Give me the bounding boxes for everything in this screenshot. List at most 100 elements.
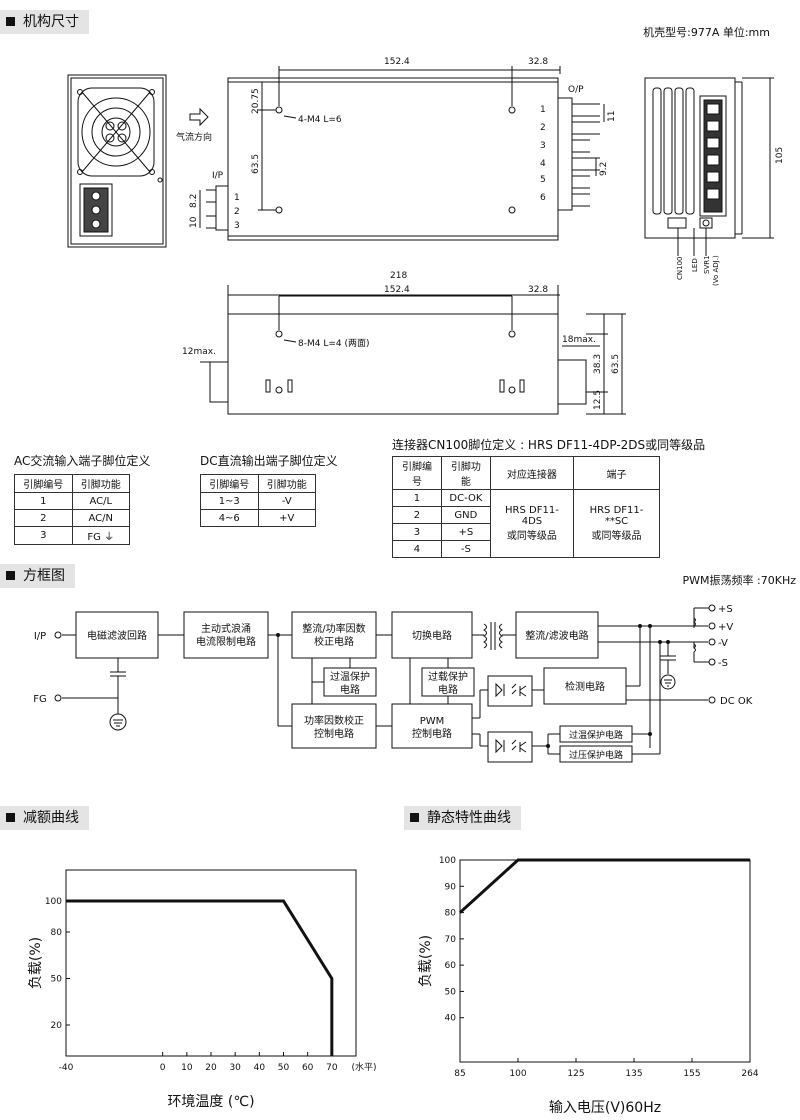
table-row: 1 DC-OK HRS DF11-4DS 或同等级品 HRS DF11-**SC… [392, 489, 661, 558]
y-tick-label: 90 [445, 882, 457, 892]
ac-header-func: 引脚功能 [71, 474, 130, 493]
x-tick-label: 60 [302, 1063, 314, 1073]
block-pfc-ctrl: 功率因数校正控制电路 [304, 714, 364, 740]
dim-635-side: 63.5 [611, 354, 621, 374]
cn100-label: CN100 [676, 257, 684, 281]
ac-func-1: AC/L [71, 492, 130, 510]
op-label: O/P [568, 85, 584, 95]
section-derating: 减额曲线 [0, 806, 89, 830]
dc-pin-table: 引脚编号 引脚功能 1~3 -V 4~6 +V [200, 474, 316, 527]
block-otp1: 过温保护电路 [330, 670, 370, 696]
x-tick-label: 264 [741, 1069, 758, 1079]
cn-func-4: -S [440, 540, 491, 558]
table-row: 4~6 +V [200, 509, 316, 527]
led-label: LED [691, 258, 699, 272]
section-static: 静态特性曲线 [404, 806, 521, 830]
plot-frame [65, 869, 357, 1057]
block-inrush: 主动式浪涌电流限制电路 [196, 622, 256, 648]
ip-pin-2: 2 [234, 207, 240, 217]
x-tick-label: 50 [278, 1063, 290, 1073]
y-tick-label: 50 [51, 975, 63, 985]
dc-table-title: DC直流输出端子脚位定义 [200, 454, 338, 468]
dim-2075: 20.75 [251, 88, 261, 114]
dim-12max: 12max. [182, 347, 216, 357]
x-tick-label: 10 [181, 1063, 193, 1073]
ip-pin-3: 3 [234, 221, 240, 231]
square-bullet-icon [6, 813, 15, 822]
block-detect: 检测电路 [565, 680, 605, 693]
cn-header-terminal: 端子 [572, 456, 661, 490]
x-tick-label: 30 [229, 1063, 241, 1073]
out-mv-label: -V [718, 638, 728, 649]
cn-func-3: +S [440, 523, 491, 541]
x-axis-label: 输入电压(V)60Hz [549, 1100, 661, 1116]
dim-383: 38.3 [593, 354, 603, 374]
y-tick-label: 70 [445, 935, 457, 945]
cn-mate-connector: HRS DF11-4DS 或同等级品 [489, 489, 574, 558]
dim-11: 11 [607, 111, 617, 122]
ip-pin-1: 1 [234, 193, 240, 203]
plot-frame [459, 859, 751, 1063]
square-bullet-icon [6, 571, 15, 580]
screw-side-label: 8-M4 L=4 (两面) [298, 338, 370, 349]
pwm-frequency: PWM振荡频率 :70KHz [682, 574, 796, 587]
block-rect-filter: 整流/滤波电路 [525, 629, 588, 642]
dim-82: 8.2 [189, 194, 199, 208]
dc-pin-2: 4~6 [200, 509, 259, 527]
cn-pin-4: 4 [392, 540, 442, 558]
dim-152-top: 152.4 [384, 57, 410, 67]
dim-125: 12.5 [593, 390, 603, 410]
ac-func-3: FG ⏚ [71, 526, 130, 545]
cn-pin-table: 引脚编号 引脚功能 对应连接器 端子 1 DC-OK HRS DF11-4DS … [392, 456, 661, 558]
block-emi: 电磁滤波回路 [87, 629, 147, 642]
block-rect-pfc: 整流/功率因数校正电路 [302, 622, 365, 648]
table-row: 1 AC/L [14, 492, 130, 510]
y-axis-label: 负载(%) [418, 935, 434, 987]
x-tick-label: 155 [683, 1069, 700, 1079]
dc-func-1: -V [257, 492, 316, 510]
dc-func-2: +V [257, 509, 316, 527]
x-tick-label: 125 [567, 1069, 584, 1079]
cn-table-title: 连接器CN100脚位定义 : HRS DF11-4DP-2DS或同等级品 [392, 438, 706, 452]
x-tick-label: 40 [254, 1063, 266, 1073]
table-row: 1~3 -V [200, 492, 316, 510]
op-pin-1: 1 [540, 105, 546, 115]
dcok-label: DC OK [720, 696, 753, 707]
section-title: 机构尺寸 [23, 14, 79, 30]
ac-pin-table: 引脚编号 引脚功能 1 AC/L 2 AC/N 3 FG ⏚ [14, 474, 130, 545]
block-olp: 过载保护电路 [428, 670, 468, 696]
block-switch: 切换电路 [412, 629, 452, 642]
y-tick-label: 80 [51, 928, 63, 938]
cn-header-func: 引脚功能 [440, 456, 491, 490]
dc-header-func: 引脚功能 [257, 474, 316, 493]
y-tick-label: 80 [445, 909, 457, 919]
cn-pin-3: 3 [392, 523, 442, 541]
dim-635-top: 63.5 [251, 154, 261, 174]
out-ms-label: -S [718, 658, 728, 669]
dim-18max: 18max. [562, 335, 596, 345]
x-tick-label: 0 [160, 1063, 166, 1073]
cn-header-pin: 引脚编号 [392, 456, 442, 490]
x-tick-label: 100 [509, 1069, 526, 1079]
y-tick-label: 100 [45, 897, 62, 907]
dim-32-side: 32.8 [528, 285, 548, 295]
series-line [458, 858, 750, 914]
section-title: 静态特性曲线 [427, 810, 511, 826]
x-tick-label: 20 [205, 1063, 217, 1073]
section-mech: 机构尺寸 [0, 10, 89, 34]
ac-pin-3: 3 [14, 526, 73, 545]
screw-top-label: 4-M4 L=6 [298, 115, 342, 125]
airflow-label: 气流方向 [176, 131, 212, 143]
y-axis-label: 负载(%) [28, 937, 44, 989]
section-title: 方框图 [23, 568, 65, 584]
table-row: 3 FG ⏚ [14, 526, 130, 545]
op-pin-2: 2 [540, 123, 546, 133]
out-ps-label: +S [718, 604, 733, 615]
dim-152-side: 152.4 [384, 285, 410, 295]
op-pin-4: 4 [540, 159, 546, 169]
table-row: 4 -S [392, 540, 660, 558]
ac-pin-1: 1 [14, 492, 73, 510]
section-block: 方框图 [0, 564, 75, 588]
